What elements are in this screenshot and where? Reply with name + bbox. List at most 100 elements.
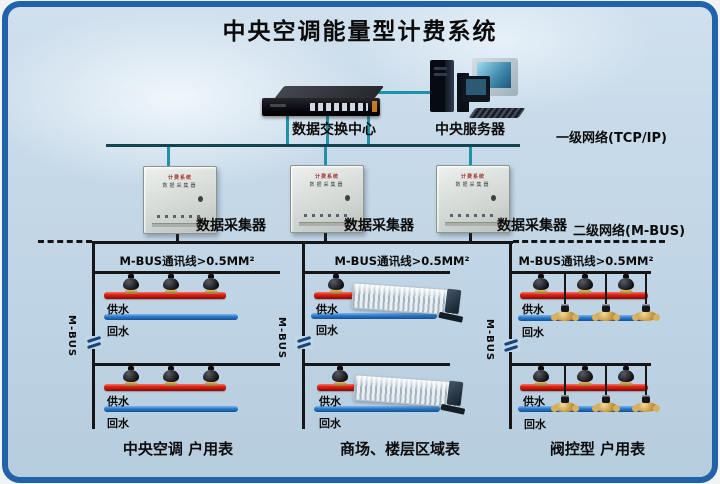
supply-label: 供水 [319,395,341,408]
control-valve-icon [632,304,657,321]
data-collector-icon: 计费系统 数据采集器 [436,165,510,233]
collector-drop-2 [324,147,327,167]
return-pipe [311,313,437,319]
collector-panel-text-1: 计费系统 [314,174,339,180]
data-collector-icon: 计费系统 数据采集器 [290,165,364,233]
row-bus-col1-r2 [92,363,280,366]
line-break-symbol [502,339,520,352]
collector-drop-1 [167,147,170,167]
return-label: 回水 [107,325,129,338]
column-caption-3: 阀控型 户用表 [549,440,646,458]
heat-meter-icon [123,274,139,294]
vertical-bus-label-col3: M-BUS [484,319,495,362]
collector-label-2: 数据采集器 [344,218,414,234]
valve-drop [605,274,607,306]
return-pipe [518,315,648,321]
valve-drop [564,366,566,398]
server-label: 中央服务器 [435,122,505,138]
level1-network-label: 一级网络(TCP/IP) [556,131,667,146]
supply-pipe [317,384,383,391]
valve-drop [605,366,607,398]
supply-label: 供水 [523,395,545,408]
page-title: 中央空调能量型计费系统 [222,19,498,45]
server-tower [430,60,454,112]
server-monitor-2 [462,76,490,102]
control-valve-icon [592,395,617,412]
control-valve-icon [551,304,576,321]
valve-drop [564,274,566,306]
heat-meter-icon [123,366,139,386]
heat-meter-icon [533,366,549,386]
collector-panel-text-1: 计费系统 [460,174,485,180]
return-label: 回水 [522,326,544,339]
line-break-symbol [85,336,103,349]
supply-label: 供水 [107,395,129,408]
heat-meter-icon [163,366,179,386]
switch-stub-1 [286,116,289,144]
collector-bus-stub-2 [324,231,327,242]
vertical-bus-label-col1: M-BUS [66,315,77,358]
return-label: 回水 [524,418,546,431]
supply-pipe [520,292,648,299]
collector-panel-text-2: 数据采集器 [309,182,345,188]
trunk-line-col2 [302,241,305,429]
return-label: 回水 [316,324,338,337]
heat-meter-icon [533,274,549,294]
mbus-backbone-dashed-left [38,240,92,243]
vertical-bus-label-col2: M-BUS [276,317,287,360]
return-pipe [104,406,238,412]
heat-meter-icon [577,366,593,386]
supply-pipe [104,384,226,391]
tcp-backbone-line [106,144,520,147]
switch-front-face [262,98,380,116]
return-pipe [104,314,238,320]
collector-terminal-strip [299,222,355,226]
network-switch-icon [260,86,385,118]
mbus-cable-label-col1: M-BUS通讯线>0.5MM² [119,254,255,268]
control-valve-icon [632,395,657,412]
collector-panel-text-1: 计费系统 [167,175,192,181]
collector-label-1: 数据采集器 [196,218,266,234]
switch-server-link [378,91,438,94]
central-server-icon [426,56,526,120]
trunk-line-col3 [509,241,512,429]
collector-terminal-strip [152,223,208,227]
return-pipe [314,406,440,412]
valve-drop [645,274,647,306]
supply-pipe [314,292,380,299]
row-bus-col2-r2 [302,363,450,366]
supply-label: 供水 [522,303,544,316]
column-caption-2: 商场、楼层区域表 [339,440,460,458]
heat-meter-icon [328,274,344,294]
row-bus-col1-r1 [92,271,280,274]
collector-label-3: 数据采集器 [497,218,567,234]
return-label: 回水 [107,417,129,430]
supply-label: 供水 [107,303,129,316]
row-bus-col3-r1 [509,271,651,274]
switch-label: 数据交换中心 [292,122,376,138]
return-pipe [518,406,648,412]
heat-meter-icon [618,274,634,294]
heat-meter-icon [163,274,179,294]
collector-terminal-strip [445,222,501,226]
row-bus-col3-r2 [509,363,651,366]
control-valve-icon [551,395,576,412]
mbus-cable-label-col2: M-BUS通讯线>0.5MM² [334,254,470,268]
level2-network-label: 二级网络(M-BUS) [573,224,686,239]
switch-led-strip [270,104,286,107]
supply-pipe [104,292,226,299]
supply-pipe [520,384,648,391]
heat-meter-icon [332,366,348,386]
collector-drop-3 [469,147,472,167]
line-break-symbol [295,336,313,349]
mbus-cable-label-col3: M-BUS通讯线>0.5MM² [518,254,654,268]
heat-meter-icon [618,366,634,386]
heat-meter-icon [203,366,219,386]
collector-bus-stub-1 [176,231,179,242]
collector-bus-stub-3 [469,231,472,242]
switch-stub-2 [326,116,329,144]
control-valve-icon [592,304,617,321]
column-caption-1: 中央空调 户用表 [122,440,234,458]
valve-drop [645,366,647,398]
